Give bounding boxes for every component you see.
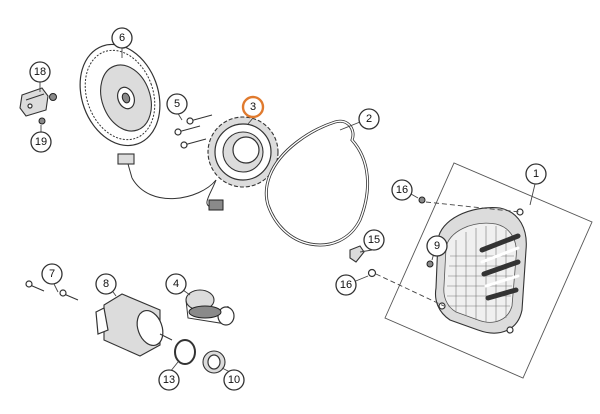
generator-cover-part [434, 207, 527, 334]
callout-8: 7 [41, 263, 63, 285]
starter-screws-part [25, 280, 79, 301]
callout-9: 9 [426, 235, 448, 257]
callout-label: 16 [396, 184, 408, 196]
callout-circle [426, 235, 448, 257]
callout-19: 19 [30, 131, 52, 153]
callout-circle [165, 273, 187, 295]
callout-3: 3 [241, 95, 265, 119]
generator-cover-frame [384, 162, 593, 379]
stator-part [117, 116, 279, 211]
callout-circle [111, 27, 133, 49]
screw-part [38, 117, 46, 125]
callout-label: 16 [340, 279, 352, 291]
plug-part [426, 260, 434, 268]
callout-label: 13 [163, 374, 175, 386]
callout-4: 6 [111, 27, 133, 49]
callout-7: 8 [95, 273, 117, 295]
callout-label: 8 [103, 278, 109, 290]
callout-2: 2 [358, 108, 380, 130]
callout-label: 10 [228, 374, 240, 386]
callout-label: 19 [35, 136, 47, 148]
callout-label: 15 [368, 234, 380, 246]
callout-label: 3 [250, 101, 256, 113]
cover-screw-lower-part [367, 268, 377, 278]
callout-circle [525, 163, 547, 185]
callout-circle [391, 179, 413, 201]
callout-circle [363, 229, 385, 251]
callout-label: 9 [434, 240, 440, 252]
callout-circle [41, 263, 63, 285]
nut-part [49, 93, 57, 101]
callout-circle [166, 93, 188, 115]
o-ring-part [174, 339, 196, 365]
starter-motor-part [95, 293, 173, 357]
callout-6: 4 [165, 273, 187, 295]
callout-circle [335, 274, 357, 296]
clip-part [349, 245, 365, 263]
callout-label: 2 [366, 113, 372, 125]
callout-label: 7 [49, 268, 55, 280]
callout-label: 1 [533, 168, 539, 180]
callout-18: 18 [29, 61, 51, 83]
callout-5: 5 [166, 93, 188, 115]
callout-16-upper: 16 [391, 179, 413, 201]
starter-drive-part [185, 289, 235, 326]
callout-circle [95, 273, 117, 295]
callout-circle [158, 369, 180, 391]
callout-10: 10 [223, 369, 245, 391]
callout-label: 5 [174, 98, 180, 110]
callout-circle [30, 131, 52, 153]
callout-label: 4 [173, 278, 179, 290]
bushing-part [202, 350, 226, 374]
callout-16-lower: 16 [335, 274, 357, 296]
cover-screw-upper-part [418, 196, 426, 204]
callout-circle [29, 61, 51, 83]
stator-screws-part [174, 114, 213, 149]
callout-label: 6 [119, 32, 125, 44]
assembly-dashed-lines [375, 201, 521, 307]
callout-13: 13 [158, 369, 180, 391]
callout-15: 15 [363, 229, 385, 251]
bracket-part [19, 87, 49, 117]
callout-circle [358, 108, 380, 130]
callout-circle [223, 369, 245, 391]
flywheel-part [79, 43, 161, 147]
gasket-part [264, 119, 370, 247]
callout-1: 1 [525, 163, 547, 185]
callout-label: 18 [34, 66, 46, 78]
callout-circle-highlighted [241, 95, 265, 119]
